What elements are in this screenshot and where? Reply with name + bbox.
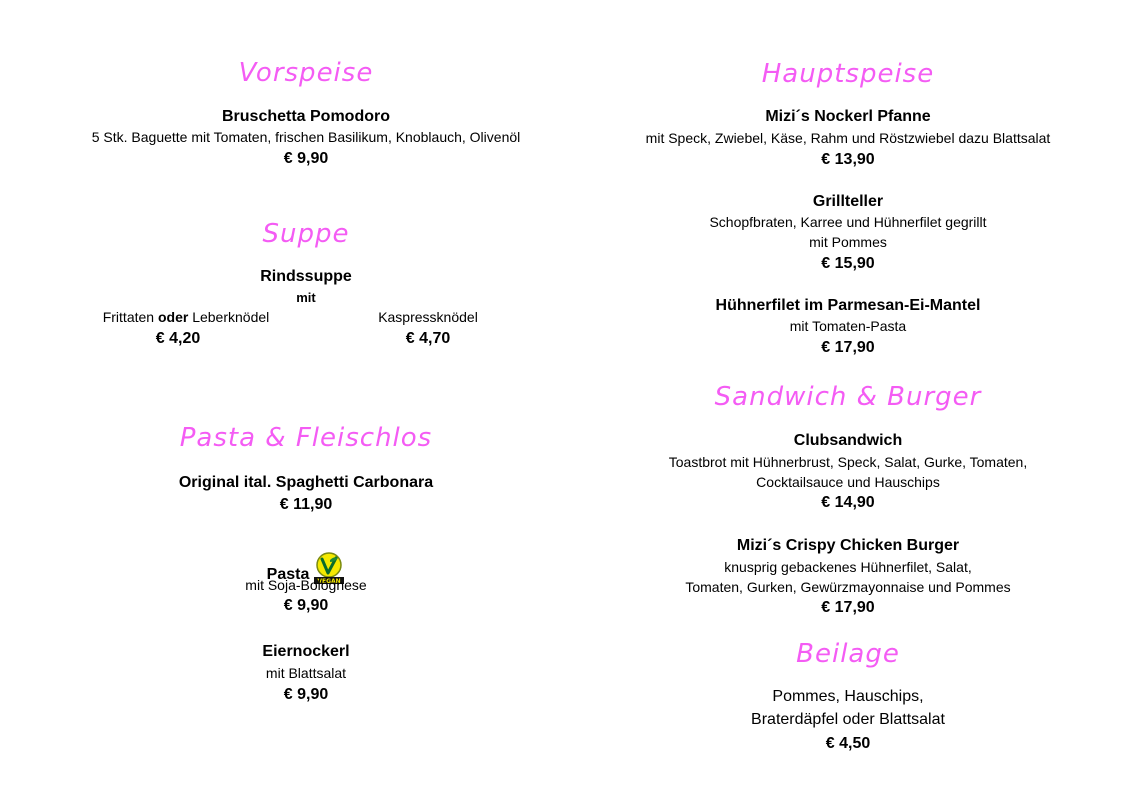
item-name: Rindssuppe [260,268,352,285]
item-connector: mit [296,290,316,305]
item-description: Braterdäpfel oder Blattsalat [751,711,945,728]
item-description: knusprig gebackenes Hühnerfilet, Salat, [724,559,972,575]
item-price: € 11,90 [279,496,333,513]
item-name: Clubsandwich [793,432,903,449]
item-name: Pasta [266,566,310,583]
item-description: mit Speck, Zwiebel, Käse, Rahm und Röstz… [645,130,1051,146]
item-description: mit Tomaten-Pasta [789,318,907,334]
item-price: € 9,90 [283,597,329,614]
item-price: € 13,90 [821,151,875,168]
item-price: € 17,90 [821,599,875,616]
item-description: mit Blattsalat [265,665,347,681]
item-name: Grillteller [812,193,884,210]
item-price: € 9,90 [283,150,329,167]
item-price: € 14,90 [821,494,875,511]
item-description: mit Pommes [809,234,887,250]
section-heading-beilage: Beilage [796,639,900,669]
item-name: Original ital. Spaghetti Carbonara [178,474,434,491]
option-text: Frittaten [102,309,155,325]
option-text: Leberknödel [192,309,270,325]
item-description: Cocktailsauce und Hauschips [756,474,940,490]
option-connector: oder [157,309,189,325]
item-description: Pommes, Hauschips, [772,688,924,705]
item-price: € 15,90 [821,255,875,272]
section-heading-suppe: Suppe [262,219,350,249]
item-name: Hühnerfilet im Parmesan-Ei-Mantel [715,297,981,314]
item-name: Bruschetta Pomodoro [221,108,390,125]
item-description: mit Soja-Bolognese [245,577,367,593]
item-description: Tomaten, Gurken, Gewürzmayonnaise und Po… [685,579,1011,595]
vegan-badge-icon: VEGAN [313,551,345,591]
item-description: 5 Stk. Baguette mit Tomaten, frischen Ba… [91,129,521,145]
item-price: € 17,90 [821,339,875,356]
item-price: € 4,50 [825,735,871,752]
item-name: Mizi´s Nockerl Pfanne [765,108,931,125]
item-description: Schopfbraten, Karree und Hühnerfilet geg… [709,214,987,230]
soup-option-2-price: € 4,70 [405,330,451,347]
section-heading-hauptspeise: Hauptspeise [761,59,935,89]
soup-option-1-price: € 4,20 [155,330,201,347]
section-heading-vorspeise: Vorspeise [238,58,374,88]
soup-option-1: Frittaten oder Leberknödel [86,307,286,327]
soup-option-2: Kaspressknödel [378,309,478,325]
section-heading-pasta: Pasta & Fleischlos [179,423,433,453]
item-name: Mizi´s Crispy Chicken Burger [736,537,960,554]
item-name: Eiernockerl [262,643,350,660]
item-price: € 9,90 [283,686,329,703]
vegan-pasta-row: Pasta VEGAN [56,551,556,591]
item-description: Toastbrot mit Hühnerbrust, Speck, Salat,… [668,454,1028,470]
section-heading-sandwich-burger: Sandwich & Burger [714,382,982,412]
vegan-badge-label: VEGAN [318,578,341,585]
